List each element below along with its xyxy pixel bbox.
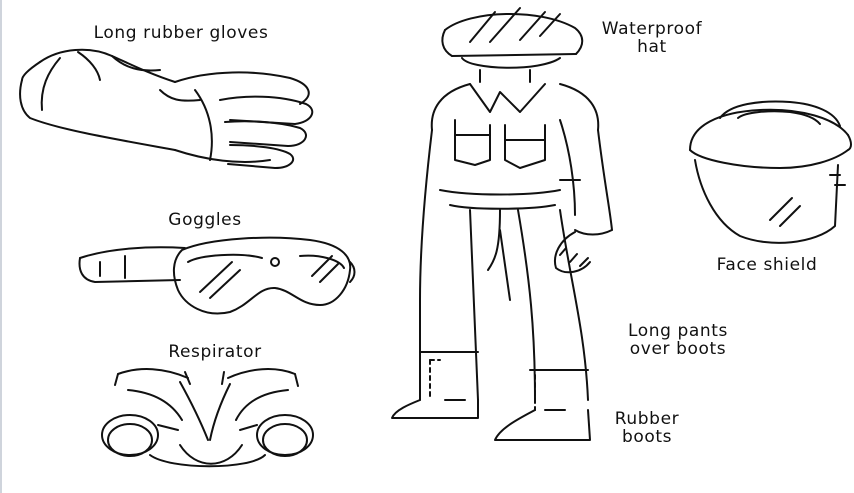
- boots-label: Rubber boots: [602, 410, 692, 446]
- face-shield-drawing: [690, 102, 851, 243]
- goggles-drawing: [80, 238, 355, 314]
- hat-drawing: [442, 8, 582, 82]
- respirator-drawing: [102, 369, 313, 466]
- face-shield-label: Face shield: [692, 256, 842, 274]
- hat-label: Waterproof hat: [582, 20, 722, 56]
- goggles-label: Goggles: [150, 211, 260, 229]
- respirator-label: Respirator: [140, 343, 290, 361]
- pants-label: Long pants over boots: [598, 322, 758, 358]
- person-drawing: [392, 84, 612, 440]
- gloves-label: Long rubber gloves: [56, 24, 306, 42]
- gloves-drawing: [20, 50, 312, 168]
